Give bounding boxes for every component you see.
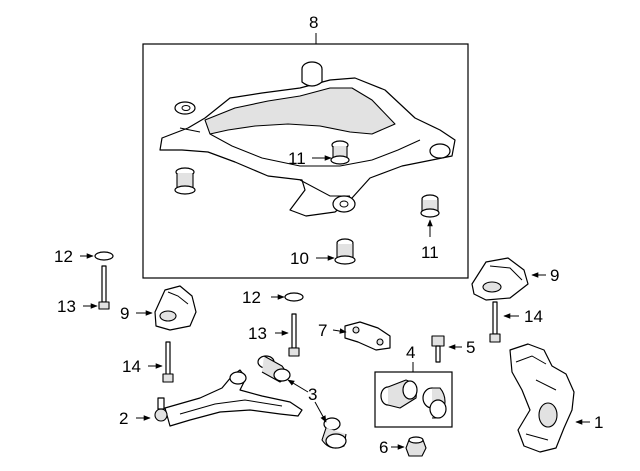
callout-14-left: 14 (122, 357, 141, 376)
callout-13-center: 13 (248, 324, 267, 343)
bracket-part-7 (344, 321, 391, 351)
callout-12-left: 12 (54, 247, 73, 266)
callout-6: 6 (379, 438, 388, 457)
washer-part-12-left (94, 251, 114, 261)
callout-10: 10 (290, 249, 309, 268)
callout-2: 2 (119, 409, 128, 428)
callout-9-left: 9 (120, 304, 129, 323)
bracket-part-9-right (471, 257, 529, 301)
callout-11-center: 11 (288, 149, 306, 168)
callout-12-center: 12 (242, 288, 261, 307)
steering-knuckle-part-1 (509, 343, 575, 453)
bushing-part-11-center (330, 140, 350, 165)
bolt-part-5 (431, 335, 445, 363)
crossmember-assembly-box (142, 43, 469, 279)
bolt-part-13-center (288, 313, 300, 357)
callout-1: 1 (594, 413, 603, 432)
callout-14-right: 14 (524, 307, 543, 326)
bracket-part-9-left (154, 285, 197, 331)
callout-5: 5 (466, 338, 475, 357)
callout-9-right: 9 (550, 266, 559, 285)
callout-11-right: 11 (421, 243, 439, 262)
callout-7: 7 (318, 321, 327, 340)
bushing-part-10 (334, 238, 356, 265)
washer-part-12-center (284, 292, 304, 302)
control-arm-bushing-part-3-upper (257, 355, 291, 383)
bushing-part-11-right (420, 194, 440, 218)
callout-8: 8 (309, 13, 318, 32)
crossmember-frame (159, 61, 456, 217)
lower-control-arm-part-2 (154, 369, 303, 427)
bushing-kit-part-4 (380, 379, 447, 419)
control-arm-bushing-part-3-lower (321, 417, 347, 449)
callout-3: 3 (308, 385, 317, 404)
bolt-part-13-left (98, 265, 110, 310)
callout-13-left: 13 (57, 297, 76, 316)
callout-4: 4 (406, 343, 415, 362)
bolt-part-14-left (162, 341, 174, 383)
nut-part-6 (405, 436, 427, 457)
bolt-part-14-right (489, 301, 501, 343)
bushing-upper-left (174, 167, 196, 195)
